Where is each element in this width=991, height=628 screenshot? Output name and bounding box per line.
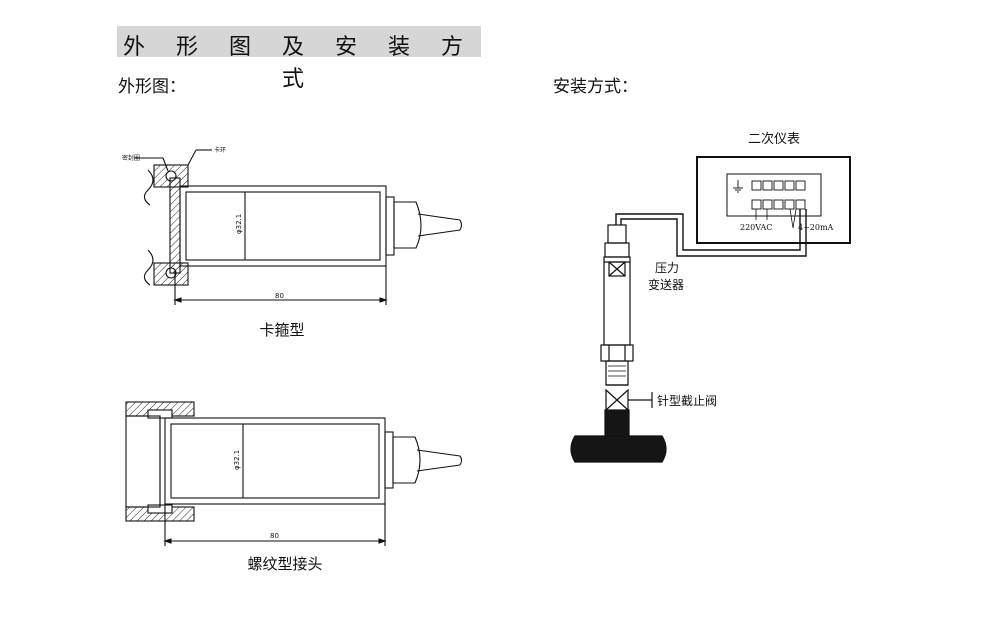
section-title: 外 形 图 及 安 装 方 式 — [123, 35, 475, 92]
instrument-box — [696, 156, 851, 244]
clamp-caption: 卡箍型 — [259, 321, 304, 339]
valve-label: 针型截止阀 — [657, 393, 717, 408]
transmitter-label-1: 压力 — [655, 261, 679, 275]
transmitter-body — [603, 256, 631, 346]
thread-length-label: 80 — [270, 532, 279, 540]
clamp-type-drawing — [134, 149, 463, 305]
thread-dia-label: φ32.1 — [233, 450, 241, 470]
thread-caption: 螺纹型接头 — [247, 555, 322, 573]
transmitter-label-2: 变送器 — [648, 277, 684, 292]
ring-label: 卡环 — [214, 146, 226, 154]
power-label: 220VAC — [740, 223, 772, 232]
install-diagram — [570, 156, 851, 463]
instrument-label: 二次仪表 — [748, 131, 800, 147]
clamp-length-label: 80 — [275, 292, 284, 300]
seal-label: 密封圈 — [122, 154, 140, 162]
clamp-housing-inner — [185, 191, 381, 261]
pipe — [570, 435, 667, 463]
outline-heading: 外形图： — [118, 77, 186, 97]
section-title-banner: 外 形 图 及 安 装 方 式 — [117, 26, 481, 92]
clamp-dia-label: φ32.1 — [235, 214, 243, 234]
clamp-housing — [179, 185, 387, 267]
clamp-flange — [169, 177, 181, 274]
install-heading: 安装方式： — [553, 77, 638, 97]
signal-label: 4~20mA — [798, 223, 834, 232]
terminal-block — [726, 173, 822, 217]
thread-housing — [164, 417, 386, 505]
needle-valve — [605, 388, 629, 412]
thread-type-drawing — [125, 401, 463, 546]
